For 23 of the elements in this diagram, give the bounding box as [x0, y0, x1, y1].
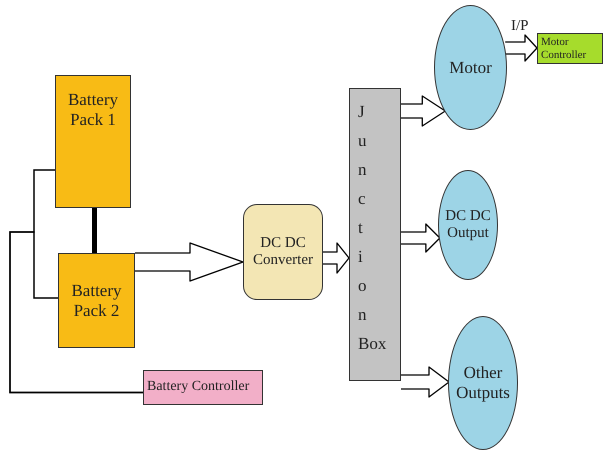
controller-box	[143, 370, 263, 405]
node-label: Battery Pack 2	[70, 280, 123, 320]
block-arrow	[400, 95, 446, 127]
block-arrow	[322, 242, 350, 274]
junction-box	[349, 88, 401, 381]
node-label: Other Outputs	[455, 363, 511, 403]
node-label: Motor Controller	[541, 36, 588, 62]
node-label: Motor	[449, 58, 492, 78]
converter-box	[243, 204, 323, 300]
node-label: DC DC Converter	[252, 234, 314, 270]
block-arrow	[400, 223, 440, 253]
connector-line	[9, 231, 143, 394]
battery-box	[55, 75, 131, 208]
battery-box	[58, 253, 135, 348]
node-label: Battery Pack 1	[66, 90, 120, 130]
block-arrow	[134, 242, 244, 282]
block-arrow	[504, 34, 538, 62]
connector-line	[92, 208, 97, 253]
node-label: DC DC Output	[444, 208, 492, 242]
controller-box	[537, 33, 603, 64]
block-arrow	[400, 366, 450, 398]
node-label: Junction Box	[358, 101, 386, 355]
node-label: Battery Controller	[147, 379, 250, 396]
